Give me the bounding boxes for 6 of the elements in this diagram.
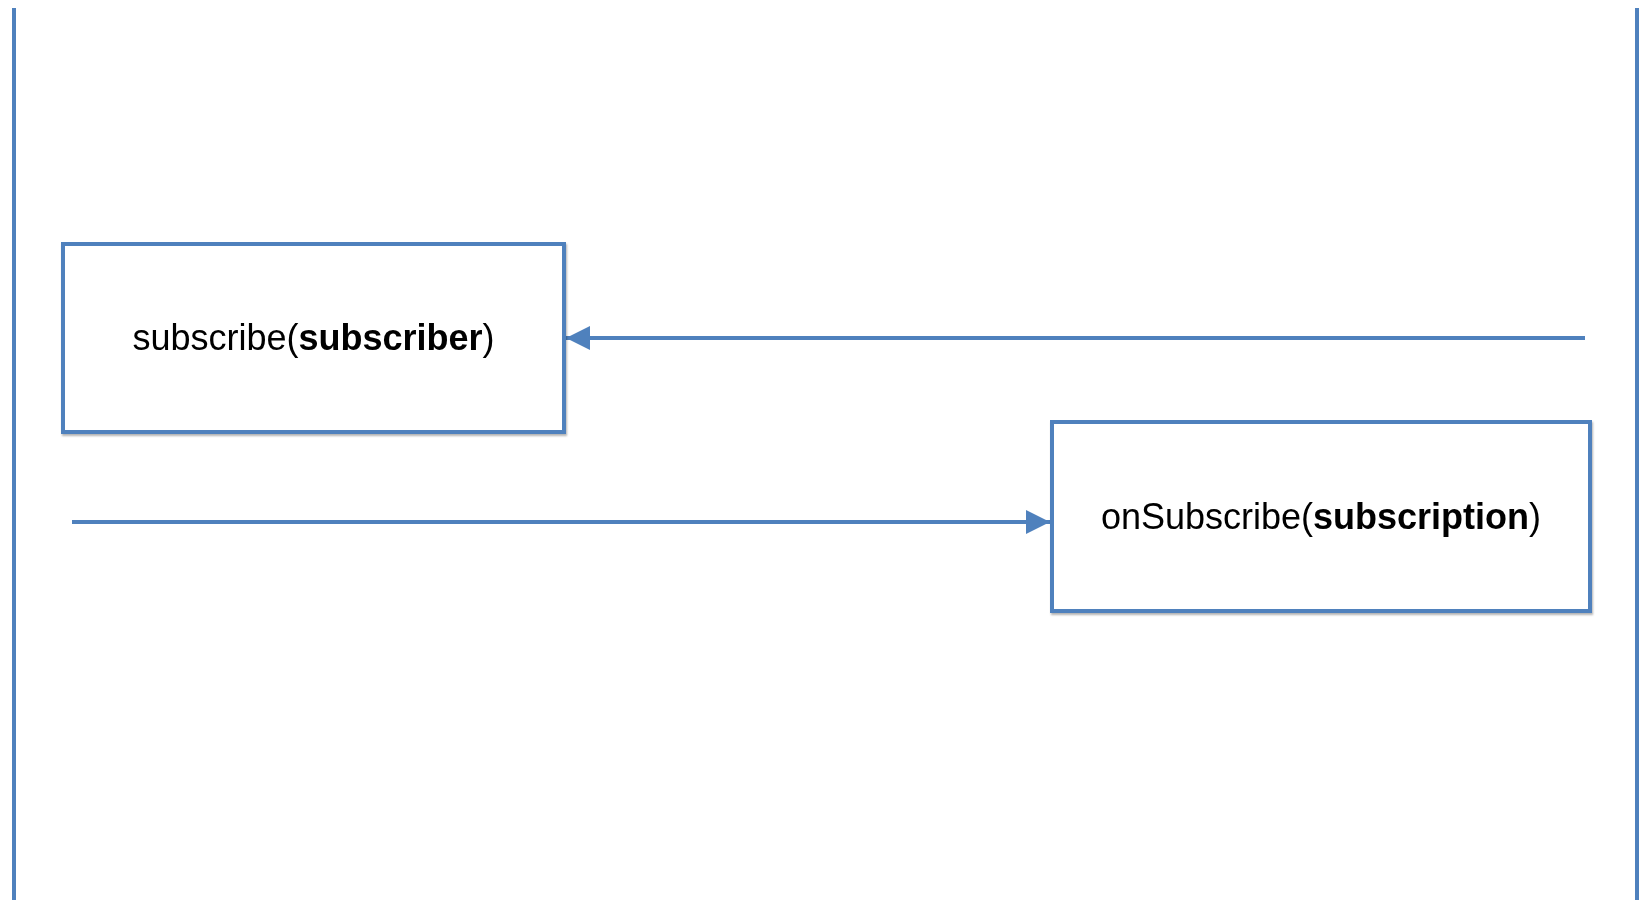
arrow: [72, 510, 1050, 534]
arrow: [566, 326, 1585, 350]
method-box: [61, 242, 566, 434]
method-call: onSubscribe(subscription): [1100, 495, 1542, 538]
method-call: subscribe(subscriber): [132, 317, 495, 359]
method-box: [1050, 420, 1592, 613]
